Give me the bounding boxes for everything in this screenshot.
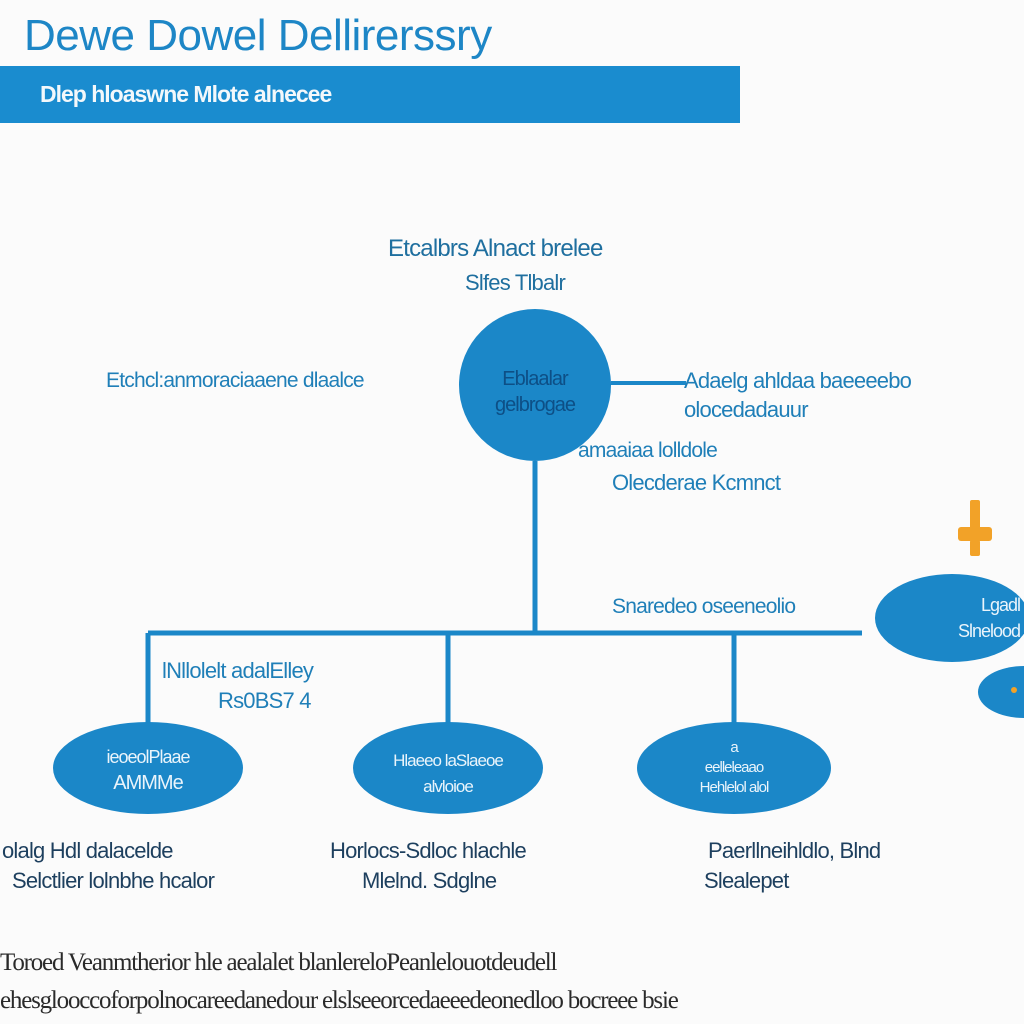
side-node-small-shape[interactable] (978, 666, 1024, 718)
right-label-line-1: Adaelg ahldaa baeeeebo (684, 368, 912, 393)
node-shape-1[interactable] (53, 722, 243, 814)
node-shape-2[interactable] (353, 722, 543, 814)
node-1-caption-line-2: Selctlier lolnbhe hcalor (12, 868, 215, 893)
pin-icon (958, 500, 992, 556)
right-sub-label-line-1: amaaiaa lolldole (578, 439, 718, 462)
node-2-caption-line-2: Mlelnd. Sdglne (362, 868, 497, 893)
branch-label: Snaredeo oseeneolio (612, 595, 796, 618)
right-label-line-2: olocedadauur (684, 397, 809, 422)
top-label-line-1: Etcalbrs Alnact brelee (388, 235, 603, 262)
node-1-line-2: AMMMe (113, 772, 183, 794)
top-label-line-2: Slfes Tlbalr (465, 270, 566, 295)
center-node-line-1: Eblaalar (502, 368, 568, 390)
node-2-line-2: alvloioe (423, 777, 474, 796)
node-3-caption-line-2: Slealepet (704, 868, 789, 893)
node-1-caption-line-1: olalg Hdl dalacelde (2, 838, 174, 863)
header-banner: Dlep hloaswne Mlote alnecee (0, 66, 740, 123)
node-3-caption-line-1: Paerllneihldlo, Blnd (708, 838, 881, 863)
center-node-shape[interactable] (459, 309, 611, 461)
node-1-text: ieoeolPlaae AMMMe (58, 744, 238, 796)
center-node-text: Eblaalar gelbrogae (459, 366, 611, 418)
node-2-caption-line-1: Horlocs-Sdloc hlachle (330, 838, 527, 863)
node-1-line-1: ieoeolPlaae (106, 747, 190, 767)
side-node-shape[interactable] (875, 574, 1024, 662)
right-sub-label-line-2: Olecderae Kcmnct (612, 470, 781, 495)
node-3-line-2: eelleleaao (704, 759, 764, 776)
side-node-dot-icon (1011, 687, 1017, 693)
footer-line-1: Toroed Veanmtherior hle aealalet blanler… (0, 949, 557, 976)
page-title: Dewe Dowel Dellirerssry (24, 11, 492, 60)
side-node-text: Lgadl Slnelood (912, 592, 1024, 644)
node-3-line-3: Hehlelol alol (699, 779, 770, 796)
footer-line-2: ehesglooccoforpolnocareedanedour elslsee… (0, 987, 679, 1014)
node-3-text: a eelleleaao Hehlelol alol (644, 738, 824, 798)
side-node-line-2: Slnelood (957, 621, 1021, 641)
side-node-line-1: Lgadl (980, 595, 1021, 615)
left-branch-label-line-2: Rs0BS7 4 (218, 688, 311, 713)
node-2-line-1: Hlaeeo laSlaeoe (393, 751, 504, 770)
banner-text: Dlep hloaswne Mlote alnecee (40, 81, 332, 107)
center-node-line-2: gelbrogae (495, 394, 576, 416)
left-branch-label-line-1: lNllolelt adalElley (162, 658, 314, 683)
node-shape-3[interactable] (637, 722, 831, 814)
node-2-text: Hlaeeo laSlaeoe alvloioe (358, 748, 538, 800)
left-label: Etchcl:anmoraciaaene dlaalce (106, 369, 365, 392)
node-3-line-1: a (730, 739, 738, 756)
